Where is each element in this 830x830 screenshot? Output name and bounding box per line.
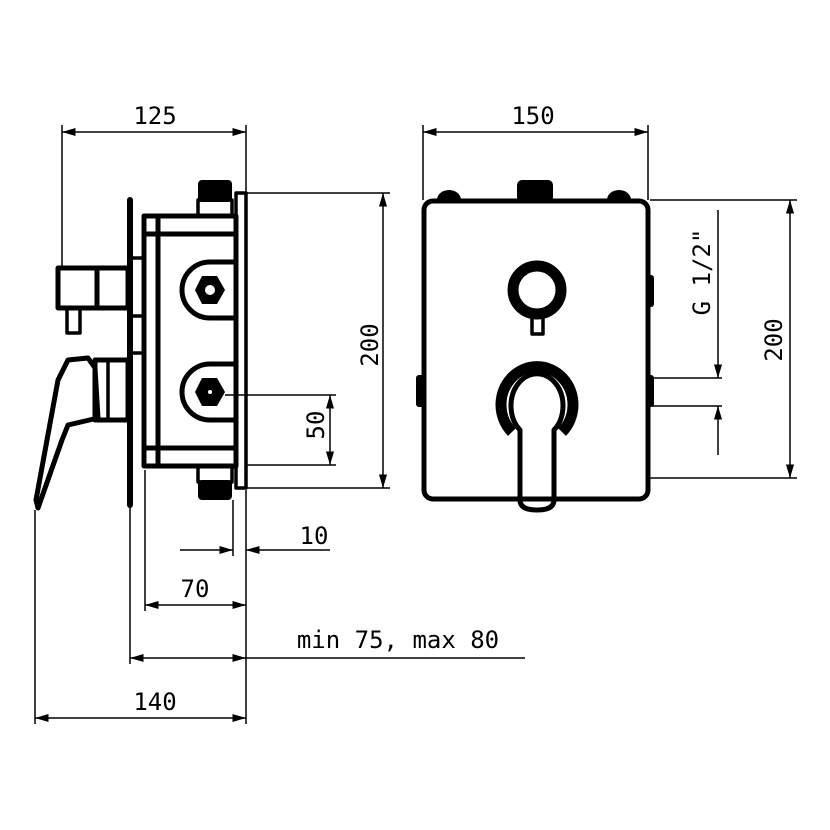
dimension-label: 200 — [760, 318, 788, 361]
dimension-thread: G 1/2" — [652, 210, 723, 455]
diverter-pin — [65, 306, 82, 335]
dimension-200-side: 200 — [246, 192, 390, 489]
diverter-knob-front — [507, 260, 567, 320]
front-view — [416, 180, 654, 513]
dimension-label: 70 — [181, 575, 210, 603]
dimension-label: 50 — [302, 411, 330, 440]
dimension-label: min 75, max 80 — [297, 626, 499, 654]
dimension-label: G 1/2" — [688, 229, 716, 316]
diverter-knob — [55, 265, 131, 311]
lever-front — [508, 371, 566, 513]
dimension-125: 125 — [61, 102, 247, 268]
dimension-10: 10 — [180, 500, 330, 556]
dimension-min-max: min 75, max 80 — [129, 505, 525, 664]
dimension-label: 10 — [300, 522, 329, 550]
top-fitting — [517, 180, 553, 202]
dimension-label: 140 — [133, 688, 176, 716]
dimension-label: 150 — [511, 102, 554, 130]
dimension-70: 70 — [144, 470, 246, 611]
side-view — [33, 180, 248, 511]
dimension-200-front: 200 — [650, 199, 797, 479]
dimension-150: 150 — [422, 102, 649, 200]
dimension-label: 200 — [356, 323, 384, 366]
dimension-140: 140 — [34, 490, 247, 724]
bottom-fitting — [198, 480, 232, 500]
dimension-50: 50 — [225, 394, 336, 466]
cover-plate-front — [421, 198, 651, 502]
top-fitting — [198, 180, 232, 202]
dimension-label: 125 — [133, 102, 176, 130]
lever-handle — [33, 355, 101, 511]
